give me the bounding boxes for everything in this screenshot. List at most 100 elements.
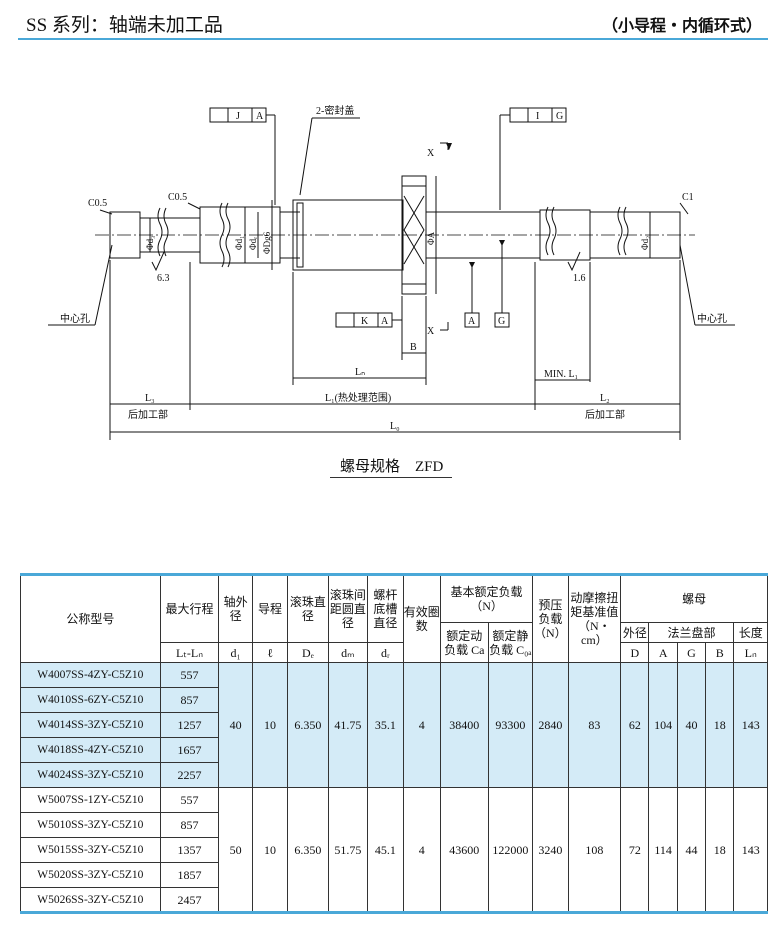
sym-stroke: Lₜ-Lₙ	[159, 642, 220, 663]
d1-cell: 50	[218, 787, 253, 913]
table-row: W4014SS-3ZY-C5Z10 1257	[20, 712, 768, 738]
sym-Ln: Lₙ	[733, 642, 768, 663]
l0-label: L₀	[390, 421, 400, 432]
col-nut: 螺母	[620, 574, 768, 623]
model-cell: W4007SS-4ZY-C5Z10	[20, 662, 161, 688]
D-cell: 72	[620, 787, 650, 913]
table-row: W4007SS-4ZY-C5Z10 557 40 10 6.350 41.75 …	[20, 662, 768, 788]
gdt-j-datum: A	[256, 111, 264, 122]
table-row: W5015SS-3ZY-C5Z10 1357	[20, 837, 768, 863]
model-cell: W4018SS-4ZY-C5Z10	[20, 737, 161, 763]
model-cell: W5007SS-1ZY-C5Z10	[20, 787, 161, 813]
pcd-cell: 41.75	[327, 662, 369, 788]
ca-cell: 43600	[440, 787, 489, 913]
b-dim-label: B	[410, 342, 417, 353]
col-pcd: 滚珠间距圆直径	[327, 574, 369, 643]
l3-label: L₃	[145, 393, 155, 404]
d3-label: Φd₃	[145, 236, 155, 250]
col-model: 公称型号	[20, 574, 161, 663]
turns-cell: 4	[402, 662, 442, 788]
stroke-cell: 1857	[159, 862, 220, 888]
center-hole-right-label: 中心孔	[697, 312, 727, 325]
col-preload: 预压负载（N）	[532, 574, 569, 663]
roughness-left: 6.3	[157, 273, 170, 284]
sym-ball: Dₑ	[287, 642, 329, 663]
sym-lead: ℓ	[251, 642, 289, 663]
lead-cell: 10	[251, 787, 289, 913]
sym-shaft: d₁	[218, 642, 253, 663]
gdt-i-ref: I	[536, 111, 539, 122]
post-machined-left: 后加工部	[128, 408, 168, 421]
table-row: W4024SS-3ZY-C5Z10 2257	[20, 762, 768, 788]
d1-label: Φd₁	[234, 236, 244, 250]
datum-g-label: G	[498, 316, 505, 327]
col-dyn: 额定动负载 Ca	[440, 622, 489, 663]
gdt-k-ref: K	[361, 316, 369, 327]
A-cell: 114	[648, 787, 678, 913]
col-root: 螺杆底槽直径	[367, 574, 404, 643]
col-length: 长度	[733, 622, 768, 643]
model-cell: W5015SS-3ZY-C5Z10	[20, 837, 161, 863]
G-cell: 40	[676, 662, 707, 788]
stroke-cell: 2257	[159, 762, 220, 788]
lead-cell: 10	[251, 662, 289, 788]
d2-label: Φd₂	[640, 236, 650, 250]
ball-cell: 6.350	[287, 787, 329, 913]
model-cell: W4014SS-3ZY-C5Z10	[20, 712, 161, 738]
gdt-k-datum: A	[381, 316, 389, 327]
sym-A: A	[648, 642, 678, 663]
sym-pcd: dₘ	[327, 642, 369, 663]
page-title: SS 系列：轴端未加工品	[26, 15, 223, 36]
A-cell: 104	[648, 662, 678, 788]
stroke-cell: 1257	[159, 712, 220, 738]
seal-label: 2-密封盖	[316, 104, 354, 117]
nut-spec-text: 螺母规格 ZFD	[340, 459, 444, 475]
header-rule	[18, 38, 768, 40]
col-turns: 有效圈数	[402, 574, 442, 663]
phi-a-label: ΦA	[426, 231, 436, 245]
ball-screw-drawing: C0.5 C0.5 C1 2-密封盖 J A I G K A A G X X Φ…	[48, 104, 735, 440]
table-row: W4018SS-4ZY-C5Z10 1657	[20, 737, 768, 763]
table-row: W5026SS-3ZY-C5Z10 2457	[20, 887, 768, 913]
min-l1-label: MIN. L₁	[544, 369, 578, 380]
stroke-cell: 857	[159, 812, 220, 838]
col-ball: 滚珠直径	[287, 574, 329, 643]
table-row: W5020SS-3ZY-C5Z10 1857	[20, 862, 768, 888]
stroke-cell: 2457	[159, 887, 220, 913]
ln-dim-label: Lₙ	[355, 367, 365, 378]
col-load: 基本额定负载（N）	[439, 574, 534, 623]
preload-cell: 3240	[532, 787, 569, 913]
sym-root: dᵣ	[367, 642, 404, 663]
stroke-cell: 1357	[159, 837, 220, 863]
torque-cell: 83	[567, 662, 622, 788]
spec-table: 公称型号 最大行程 轴外径 导程 滚珠直径 滚珠间距圆直径 螺杆底槽直径 有效圈…	[20, 573, 768, 914]
chamfer-left-label: C0.5	[88, 198, 107, 209]
root-cell: 35.1	[367, 662, 404, 788]
l1-label: L₁(热处理范围)	[325, 391, 391, 404]
center-hole-left-label: 中心孔	[60, 312, 90, 325]
c0a-cell: 93300	[487, 662, 534, 788]
dr-label: Φdᵣ	[248, 237, 258, 250]
model-cell: W5026SS-3ZY-C5Z10	[20, 887, 161, 913]
dpg6-label: ΦDg6	[262, 231, 272, 254]
post-machined-right: 后加工部	[585, 408, 625, 421]
roughness-right: 1.6	[573, 273, 586, 284]
chamfer-mid-label: C0.5	[168, 192, 187, 203]
sym-G: G	[676, 642, 707, 663]
torque-cell: 108	[567, 787, 622, 913]
datum-a-label: A	[468, 316, 476, 327]
col-shaft: 轴外径	[218, 574, 253, 643]
col-stroke: 最大行程	[159, 574, 220, 643]
model-cell: W5010SS-3ZY-C5Z10	[20, 812, 161, 838]
model-cell: W5020SS-3ZY-C5Z10	[20, 862, 161, 888]
D-cell: 62	[620, 662, 650, 788]
table-row: W4010SS-6ZY-C5Z10 857	[20, 687, 768, 713]
stroke-cell: 557	[159, 662, 220, 688]
page-header: SS 系列：轴端未加工品 （小导程・内循环式）	[18, 6, 768, 40]
nut-spec-caption: 螺母规格 ZFD	[330, 455, 452, 478]
col-stat: 额定静负载 C₀ₐ	[487, 622, 534, 663]
sym-D: D	[620, 642, 650, 663]
stroke-cell: 557	[159, 787, 220, 813]
chamfer-right-label: C1	[682, 192, 694, 203]
pcd-cell: 51.75	[327, 787, 369, 913]
